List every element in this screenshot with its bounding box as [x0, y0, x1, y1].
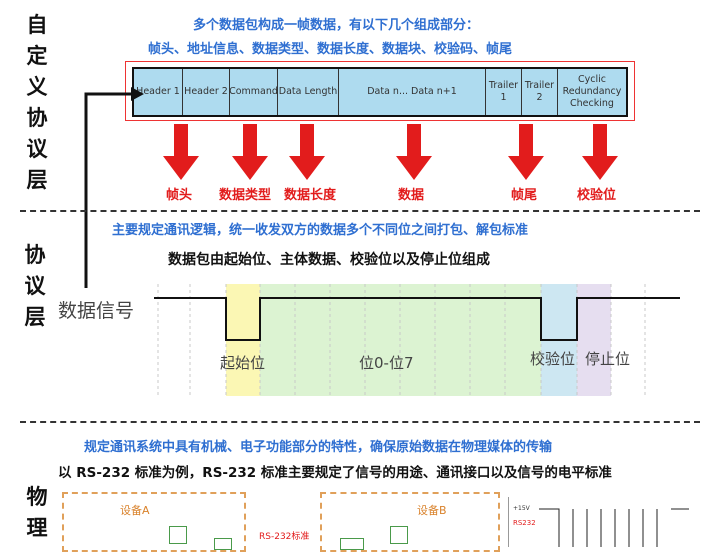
arrow-down-icon [163, 124, 199, 180]
title-char: 协 [26, 106, 48, 130]
divider [20, 210, 700, 212]
frame-description-line1: 多个数据包构成一帧数据，有以下几个组成部分： [193, 18, 480, 33]
frame-cell-data-length: Data Length [278, 69, 339, 115]
device-a-label: 设备A [120, 504, 150, 517]
device-a-module [169, 526, 187, 544]
label-data-type: 数据类型 [219, 188, 272, 203]
title-char: 定 [26, 44, 48, 68]
frame-description-line2: 帧头、地址信息、数据类型、数据长度、数据块、校验码、帧尾 [148, 42, 513, 57]
frame-outline [125, 61, 635, 121]
title-char: 义 [26, 75, 48, 99]
device-b-module [390, 526, 408, 544]
frame-cell-command: Command [229, 69, 278, 115]
protocol-description-line2: 数据包由起始位、主体数据、校验位以及停止位组成 [168, 252, 490, 268]
frame-cell-trailer2: Trailer 2 [522, 69, 558, 115]
label-frame-header: 帧头 [166, 188, 193, 203]
scope-waveform [539, 508, 689, 547]
connector-arrow [84, 87, 144, 288]
signal-waveform [154, 297, 680, 341]
label-data-length: 数据长度 [284, 188, 337, 203]
title-char: 自 [26, 13, 48, 37]
arrow-down-icon [508, 124, 544, 180]
arrow-down-icon [582, 124, 618, 180]
signal-diagram [154, 284, 680, 396]
title-char: 协 [24, 243, 46, 267]
physical-description-line2: 以 RS-232 标准为例，RS-232 标准主要规定了信号的用途、通讯接口以及… [58, 465, 612, 481]
frame-cell-data: Data n... Data n+1 [339, 69, 486, 115]
title-char: 议 [24, 274, 46, 298]
frame-cell-trailer1: Trailer 1 [486, 69, 522, 115]
device-a-box: 设备A [62, 492, 246, 552]
custom-protocol-title: 自 定 义 协 议 层 [24, 10, 50, 196]
check-bit-label: 校验位 [530, 350, 576, 368]
start-bit-label: 起始位 [220, 354, 266, 372]
signal-label: 数据信号 [58, 300, 135, 322]
scope-voltage-label: +15V [513, 505, 530, 512]
title-char: 层 [24, 305, 46, 329]
rs232-standard-label: RS-232标准 [259, 532, 310, 542]
protocol-title: 协 议 层 [22, 240, 48, 333]
title-char: 层 [26, 168, 48, 192]
label-checksum: 校验位 [577, 188, 617, 203]
stop-bit-label: 停止位 [585, 350, 631, 368]
device-b-box: 设备B [320, 492, 500, 552]
device-b-label: 设备B [417, 504, 447, 517]
scope-rs232-label: RS232 [513, 519, 536, 527]
divider [20, 421, 700, 423]
arrow-down-icon [289, 124, 325, 180]
frame-structure: Header 1 Header 2 Command Data Length Da… [132, 67, 628, 117]
physical-title: 物 理 [24, 482, 50, 544]
protocol-description-line1: 主要规定通讯逻辑，统一收发双方的数据多个不同位之间打包、解包标准 [112, 223, 529, 238]
frame-cell-header2: Header 2 [183, 69, 230, 115]
data-bits-label: 位0-位7 [359, 354, 414, 372]
title-char: 理 [26, 516, 48, 540]
title-char: 议 [26, 137, 48, 161]
label-data: 数据 [398, 188, 425, 203]
physical-description-line1: 规定通讯系统中具有机械、电子功能部分的特性，确保原始数据在物理媒体的传输 [84, 440, 553, 455]
scope-panel: +15V RS232 [508, 497, 691, 547]
frame-cell-crc: Cyclic Redundancy Checking [562, 74, 622, 109]
stop-bit-region [577, 284, 611, 396]
label-frame-trailer: 帧尾 [511, 188, 538, 203]
title-char: 物 [26, 485, 48, 509]
arrow-down-icon [232, 124, 268, 180]
frame-cell-header1: Header 1 [134, 69, 183, 115]
arrow-down-icon [396, 124, 432, 180]
